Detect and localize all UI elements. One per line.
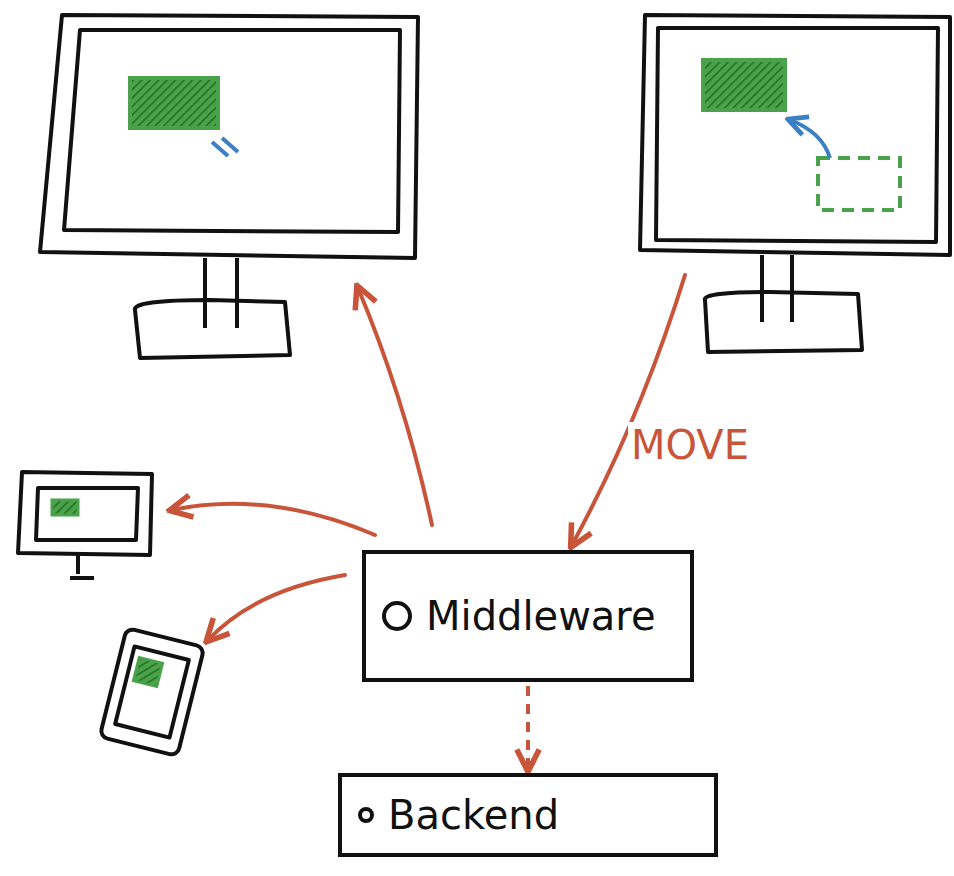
backend-box: Backend: [338, 773, 718, 857]
phone: [100, 628, 205, 756]
left-monitor: [40, 15, 418, 358]
tablet: [18, 472, 152, 578]
bullet-circle: [358, 807, 374, 823]
node-label: Middleware: [426, 593, 656, 639]
message-label: MOVE: [628, 422, 752, 468]
middleware-box: Middleware: [362, 550, 694, 682]
bullet-circle: [382, 601, 412, 631]
node-label: Backend: [388, 792, 559, 838]
dashed-arrow: [526, 686, 530, 769]
right-monitor: [640, 15, 950, 352]
